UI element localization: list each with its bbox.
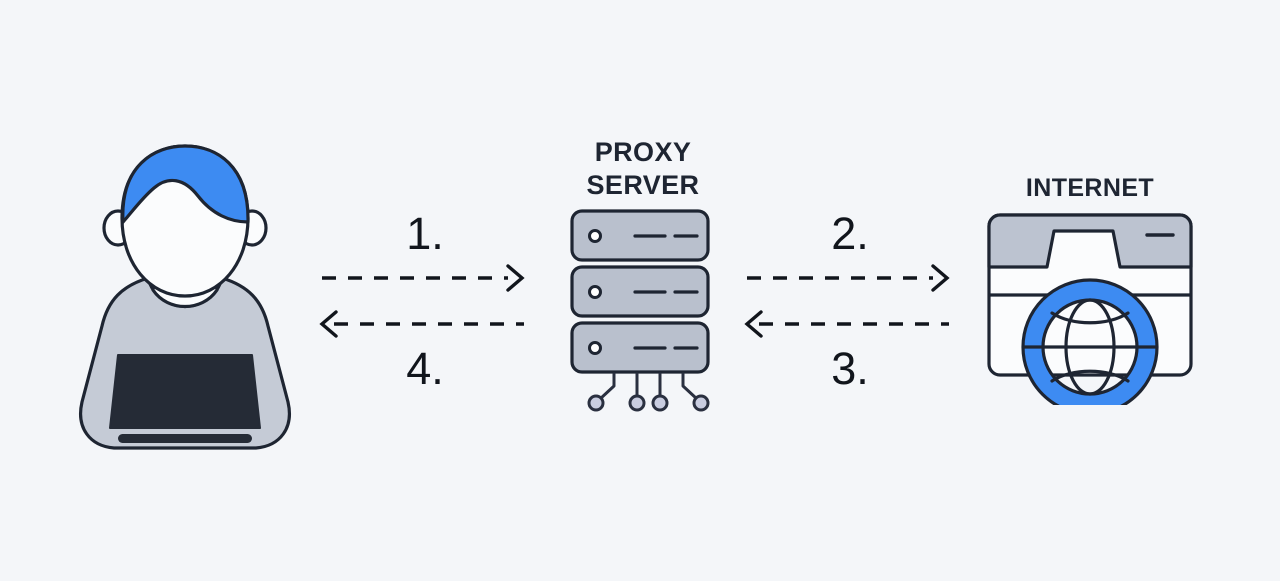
arrows-user-proxy	[319, 264, 525, 338]
laptop-base	[118, 434, 252, 443]
step-number-4: 4.	[406, 343, 444, 394]
server-rack	[570, 321, 710, 374]
server-rack	[570, 209, 710, 262]
step-number-1: 1.	[406, 208, 444, 259]
step-number-2: 2.	[831, 208, 869, 259]
proxy-server-node	[555, 205, 725, 420]
arrow-step-1	[322, 264, 525, 292]
browser-titlebar	[987, 213, 1193, 269]
arrow-step-4	[319, 310, 524, 338]
arrow-step-2	[747, 264, 950, 292]
proxy-server-illustration	[570, 209, 710, 412]
server-connectors	[598, 372, 699, 401]
internet-illustration	[987, 213, 1193, 416]
server-connector-dots	[587, 394, 710, 412]
step-number-3: 3.	[831, 343, 869, 394]
arrows-proxy-internet	[744, 264, 950, 338]
user-node	[60, 140, 310, 455]
flow-arrows-right	[735, 258, 960, 343]
proxy-server-label: PROXY SERVER	[586, 137, 700, 200]
laptop-screen	[109, 354, 261, 429]
arrow-step-3	[744, 310, 949, 338]
internet-node	[975, 205, 1205, 416]
server-rack	[570, 265, 710, 318]
user-hair	[121, 144, 250, 224]
internet-label: INTERNET	[1025, 174, 1155, 202]
flow-arrows-left	[310, 258, 535, 343]
user-illustration	[79, 144, 291, 450]
